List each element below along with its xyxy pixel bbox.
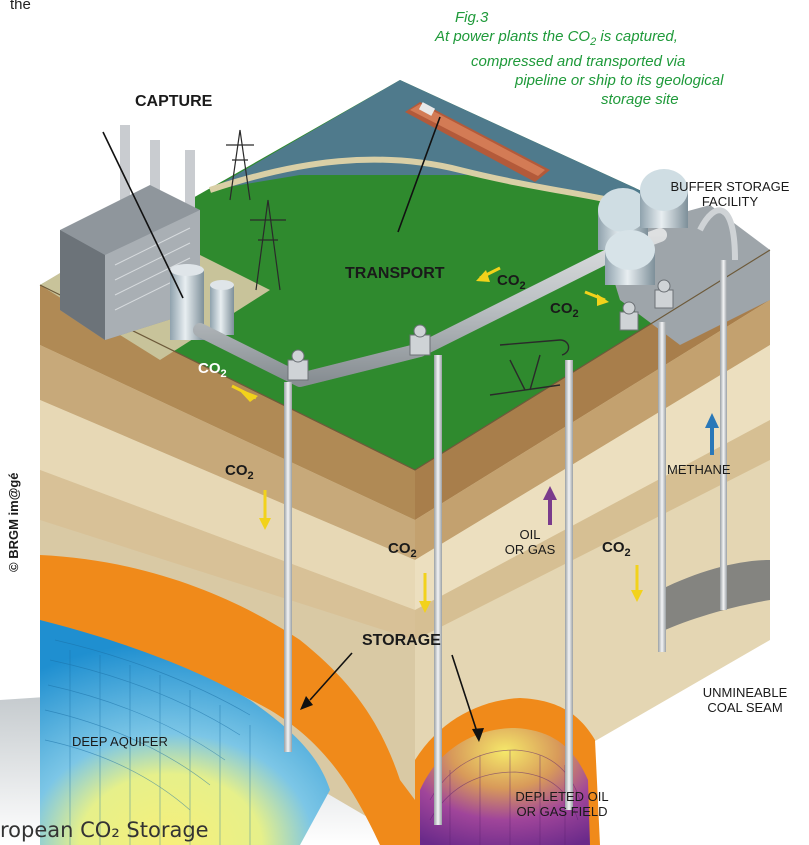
- unmineable-line-1: UNMINEABLE: [702, 685, 788, 700]
- co2-text: CO: [225, 462, 248, 479]
- co2-label-buffer: CO2: [550, 300, 579, 320]
- oil-gas-line-2: OR GAS: [504, 541, 556, 557]
- co2-text: CO: [198, 360, 221, 377]
- co2-subscript: 2: [624, 547, 631, 559]
- co2-text: CO: [550, 300, 573, 317]
- buffer-storage-label: BUFFER STORAGE FACILITY: [655, 179, 805, 210]
- co2-text: CO: [602, 539, 625, 556]
- top-text-fragment: the: [10, 0, 31, 13]
- co2-subscript: 2: [410, 548, 417, 560]
- co2-subscript: 2: [247, 470, 254, 482]
- caption-line-4: storage site: [601, 91, 679, 108]
- co2-subscript: 2: [519, 280, 526, 292]
- power-plant: [60, 125, 286, 340]
- wells: [284, 260, 727, 825]
- co2-label-field-well: CO2: [388, 540, 417, 560]
- unmineable-label: UNMINEABLE COAL SEAM: [690, 685, 800, 716]
- co2-subscript: 2: [220, 368, 227, 380]
- depleted-line-1: DEPLETED OIL: [515, 789, 609, 804]
- co2-label-coal-well: CO2: [602, 539, 631, 559]
- caption-line-2: compressed and transported via: [471, 53, 686, 70]
- flow-arrows: [231, 266, 719, 613]
- oil-gas-label: OIL OR GAS: [500, 527, 560, 558]
- depleted-line-2: OR GAS FIELD: [516, 803, 608, 819]
- co2-text: CO: [388, 540, 411, 557]
- storage-label: STORAGE: [362, 632, 441, 649]
- oil-gas-line-1: OIL: [519, 527, 541, 542]
- deep-aquifer-label: DEEP AQUIFER: [72, 734, 168, 749]
- transport-label: TRANSPORT: [345, 265, 445, 282]
- credit-text: © BRGM im@gé: [6, 472, 21, 572]
- pointer-head-aquifer: [300, 696, 313, 710]
- buffer-storage-line-2: FACILITY: [701, 193, 759, 209]
- right-face: [415, 250, 770, 845]
- co2-label-aquifer-well: CO2: [225, 462, 254, 482]
- cube-edge: [39, 249, 771, 471]
- unmineable-line-2: COAL SEAM: [707, 699, 783, 715]
- left-face: [40, 285, 415, 845]
- pointer-lines: [102, 116, 479, 736]
- pointer-head-field: [472, 728, 484, 742]
- buffer-storage-line-1: BUFFER STORAGE: [670, 179, 790, 194]
- buffer-storage-tanks: [598, 169, 738, 285]
- co2-text: CO: [497, 272, 520, 289]
- depleted-label: DEPLETED OIL OR GAS FIELD: [507, 789, 617, 820]
- methane-label: METHANE: [667, 462, 731, 477]
- ship: [405, 102, 550, 182]
- bottom-title-fragment: ropean CO₂ Storage: [0, 818, 209, 842]
- figure-caption: Fig.3 At power plants the CO2 is capture…: [415, 8, 795, 109]
- caption-line-3: pipeline or ship to its geological: [515, 72, 724, 89]
- co2-label-transport: CO2: [497, 272, 526, 292]
- pump-jack: [489, 339, 570, 396]
- co2-label-plant: CO2: [198, 360, 227, 380]
- caption-line-1: At power plants the CO2 is captured,: [435, 28, 678, 48]
- figure-number: Fig.3: [455, 9, 489, 26]
- co2-subscript: 2: [572, 308, 579, 320]
- capture-label: CAPTURE: [135, 93, 213, 110]
